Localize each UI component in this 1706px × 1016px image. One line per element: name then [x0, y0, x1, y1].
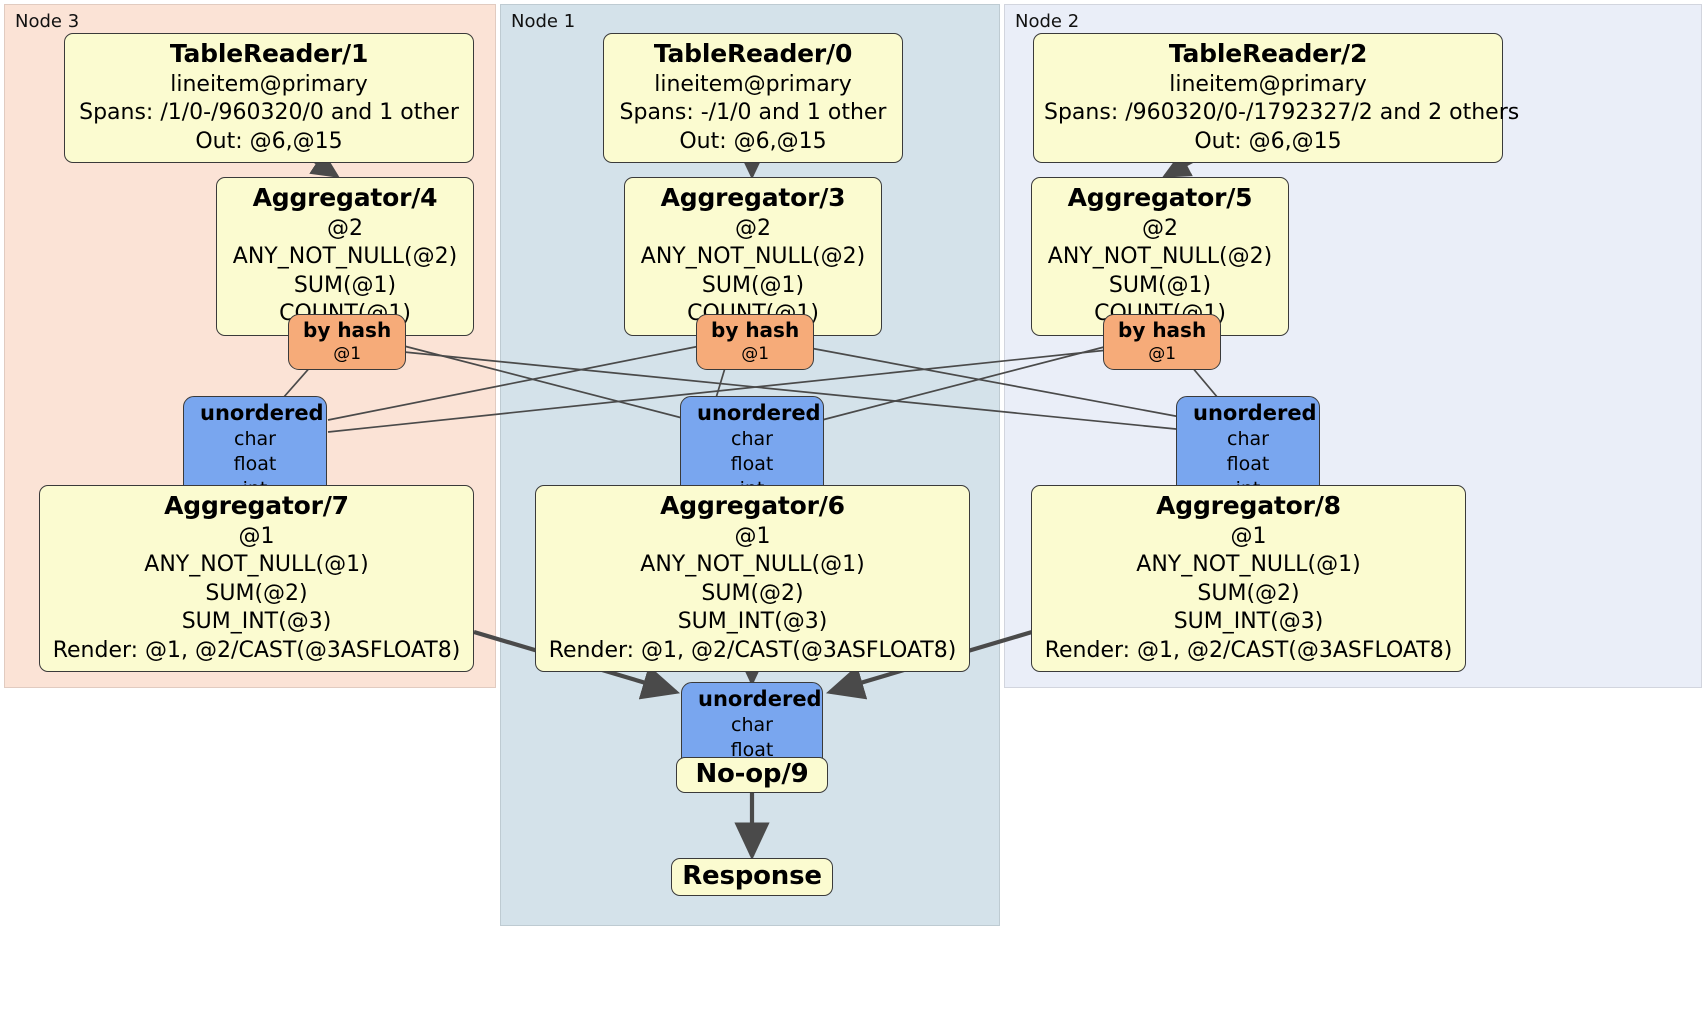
input-sync-final[interactable]: unordered char float: [681, 682, 823, 770]
processor-detail-line: SUM(@2): [205, 580, 308, 606]
processor-tablereader0[interactable]: TableReader/0 lineitem@primary Spans: -/…: [603, 33, 903, 164]
response-title: Response: [682, 861, 822, 892]
processor-title: Aggregator/8: [1156, 491, 1341, 520]
processor-detail-line: SUM(@1): [701, 272, 805, 298]
output-router-mid[interactable]: by hash @1: [696, 314, 815, 371]
router-detail-line: @1: [333, 344, 362, 364]
sync-type-line: char: [731, 428, 773, 451]
router-title: by hash: [1118, 318, 1207, 342]
processor-detail-line: @1: [734, 523, 771, 549]
processor-title: TableReader/1: [169, 39, 369, 68]
router-title: by hash: [711, 318, 800, 342]
processor-detail-line: @2: [735, 215, 771, 241]
output-router-left[interactable]: by hash @1: [288, 314, 407, 371]
node-panel-label-node3: Node 3: [15, 11, 80, 32]
processor-detail-line: lineitem@primary: [654, 71, 852, 97]
processor-detail-line: SUM_INT(@3): [1173, 609, 1324, 635]
sync-title: unordered: [200, 401, 324, 425]
processor-title: No-op/9: [695, 759, 809, 790]
sync-type-line: float: [730, 738, 774, 761]
output-router-right[interactable]: by hash @1: [1103, 314, 1222, 371]
processor-detail-line: @2: [1142, 215, 1178, 241]
processor-detail-line: ANY_NOT_NULL(@1): [640, 552, 865, 578]
processor-detail-line: ANY_NOT_NULL(@2): [232, 244, 458, 270]
processor-detail-line: SUM(@2): [701, 580, 804, 606]
sync-title: unordered: [1193, 401, 1317, 425]
processor-title: Aggregator/6: [660, 491, 845, 520]
processor-detail-line: ANY_NOT_NULL(@1): [144, 552, 369, 578]
processor-detail-line: ANY_NOT_NULL(@1): [1136, 552, 1361, 578]
sync-type-line: char: [234, 428, 276, 451]
processor-render-line: Render: @1, @2/CAST(@3ASFLOAT8): [1044, 637, 1453, 663]
processor-render-line: Render: @1, @2/CAST(@3ASFLOAT8): [548, 637, 957, 663]
sync-title: unordered: [697, 401, 821, 425]
processor-aggregator7[interactable]: Aggregator/7 @1 ANY_NOT_NULL(@1) SUM(@2)…: [39, 485, 474, 673]
processor-detail-line: lineitem@primary: [170, 71, 368, 97]
processor-aggregator3[interactable]: Aggregator/3 @2 ANY_NOT_NULL(@2) SUM(@1)…: [624, 177, 882, 336]
processor-title: Aggregator/3: [660, 183, 846, 212]
processor-aggregator8[interactable]: Aggregator/8 @1 ANY_NOT_NULL(@1) SUM(@2)…: [1031, 485, 1466, 673]
processor-detail-line: SUM(@2): [1197, 580, 1300, 606]
processor-detail-line: SUM(@1): [293, 272, 397, 298]
processor-detail-line: ANY_NOT_NULL(@2): [1047, 244, 1273, 270]
processor-detail-line: SUM(@1): [1108, 272, 1212, 298]
processor-tablereader1[interactable]: TableReader/1 lineitem@primary Spans: /1…: [64, 33, 474, 164]
processor-detail-line: Spans: -/1/0 and 1 other: [619, 100, 887, 126]
processor-detail-line: SUM_INT(@3): [677, 609, 828, 635]
router-detail-line: @1: [741, 344, 770, 364]
processor-aggregator6[interactable]: Aggregator/6 @1 ANY_NOT_NULL(@1) SUM(@2)…: [535, 485, 970, 673]
processor-detail-line: lineitem@primary: [1169, 71, 1367, 97]
processor-detail-line: Out: @6,@15: [195, 128, 343, 154]
sync-title: unordered: [698, 687, 822, 711]
processor-render-line: Render: @1, @2/CAST(@3ASFLOAT8): [52, 637, 461, 663]
processor-detail-line: Spans: /1/0-/960320/0 and 1 other: [79, 100, 459, 126]
sync-type-line: char: [1227, 428, 1269, 451]
sync-type-line: float: [730, 452, 774, 475]
processor-detail-line: ANY_NOT_NULL(@2): [640, 244, 866, 270]
processor-title: Aggregator/7: [164, 491, 349, 520]
processor-title: TableReader/0: [653, 39, 853, 68]
processor-detail-line: @1: [238, 523, 275, 549]
sync-type-line: float: [233, 452, 277, 475]
response-node[interactable]: Response: [671, 858, 833, 896]
router-detail-line: @1: [1148, 344, 1177, 364]
processor-title: Aggregator/4: [252, 183, 438, 212]
router-title: by hash: [303, 318, 392, 342]
sync-type-line: float: [1226, 452, 1270, 475]
processor-noop9[interactable]: No-op/9: [676, 757, 828, 793]
processor-aggregator4[interactable]: Aggregator/4 @2 ANY_NOT_NULL(@2) SUM(@1)…: [216, 177, 474, 336]
processor-detail-line: @1: [1230, 523, 1267, 549]
processor-title: TableReader/2: [1168, 39, 1368, 68]
processor-detail-line: Out: @6,@15: [679, 128, 827, 154]
node-panel-label-node2: Node 2: [1015, 11, 1080, 32]
node-panel-label-node1: Node 1: [511, 11, 576, 32]
processor-detail-line: @2: [327, 215, 363, 241]
processor-aggregator5[interactable]: Aggregator/5 @2 ANY_NOT_NULL(@2) SUM(@1)…: [1031, 177, 1289, 336]
processor-detail-line: Spans: /960320/0-/1792327/2 and 2 others: [1044, 100, 1520, 126]
processor-detail-line: Out: @6,@15: [1194, 128, 1342, 154]
processor-detail-line: SUM_INT(@3): [181, 609, 332, 635]
processor-tablereader2[interactable]: TableReader/2 lineitem@primary Spans: /9…: [1033, 33, 1520, 164]
processor-title: Aggregator/5: [1067, 183, 1253, 212]
sync-type-line: char: [731, 714, 773, 737]
